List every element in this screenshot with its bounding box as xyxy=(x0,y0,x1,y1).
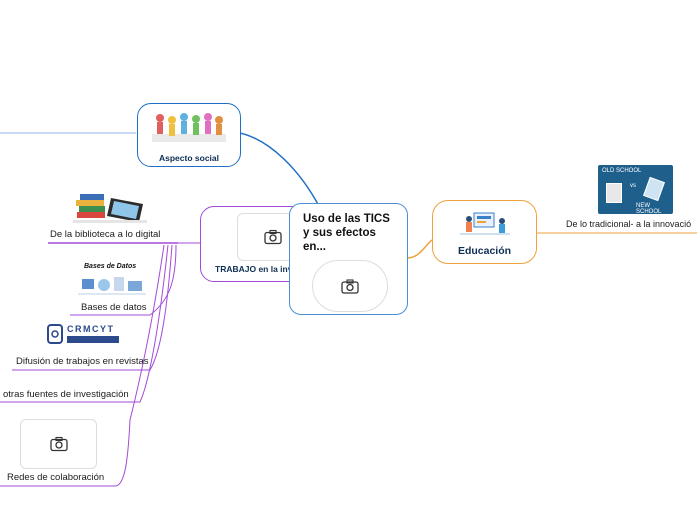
educacion-node[interactable]: Educación xyxy=(432,200,537,264)
books-tablet-illustration xyxy=(73,194,147,223)
new-school-text: NEW SCHOOL xyxy=(636,203,662,214)
aspecto-social-label: Aspecto social xyxy=(159,153,219,163)
crmcyt-emblem-icon xyxy=(47,324,63,344)
redes-label: Redes de colaboración xyxy=(7,472,105,483)
bases-label: Bases de datos xyxy=(81,302,147,313)
crmcyt-logo-text: CRMCYT xyxy=(67,324,115,334)
old-school-text: OLD SCHOOL xyxy=(602,168,642,174)
central-image-placeholder xyxy=(312,260,388,312)
educacion-label: Educación xyxy=(457,245,512,257)
old-vs-new-school-image: OLD SCHOOL vs NEW SCHOOL xyxy=(598,165,673,214)
education-illustration xyxy=(460,212,510,235)
database-icons xyxy=(78,277,146,295)
crmcyt-logo: CRMCYT xyxy=(47,324,121,346)
camera-icon xyxy=(264,229,282,245)
vs-text: vs xyxy=(630,183,636,189)
book-stack-icon xyxy=(606,183,622,203)
crmcyt-logo-band xyxy=(67,336,119,343)
central-topic-node[interactable]: Uso de las TICS y sus efectos en... xyxy=(289,203,408,315)
database-image-caption: Bases de Datos xyxy=(84,263,137,270)
difusion-label: Difusión de trabajos en revistas xyxy=(16,356,149,367)
otras-fuentes-label: otras fuentes de investigación xyxy=(3,389,129,400)
tablet-icon xyxy=(643,176,665,202)
tradicional-label: De lo tradicional- a la innovació xyxy=(566,219,692,229)
camera-icon xyxy=(49,436,68,452)
camera-icon xyxy=(341,279,359,294)
trabajo-label: TRABAJO en la inv xyxy=(215,264,293,274)
database-illustration: Bases de Datos xyxy=(78,263,146,297)
people-illustration xyxy=(152,113,226,142)
central-topic-title: Uso de las TICS y sus efectos en... xyxy=(303,213,390,253)
aspecto-social-node[interactable]: Aspecto social xyxy=(137,103,241,167)
biblioteca-label: De la biblioteca a lo digital xyxy=(50,229,161,240)
redes-image-placeholder xyxy=(20,419,97,469)
